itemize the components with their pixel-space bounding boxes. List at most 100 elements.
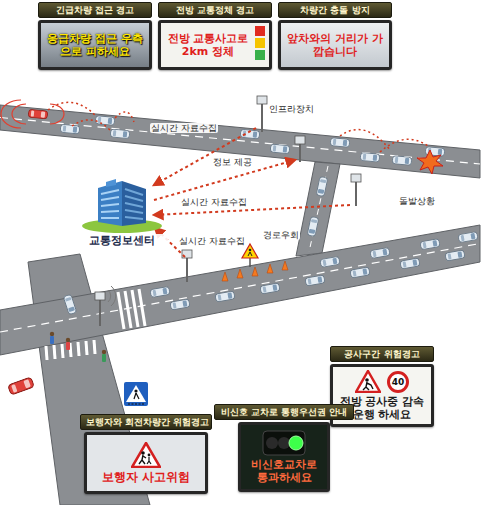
emergency-waves xyxy=(1,100,21,128)
callout-heading: 차량간 충돌 방지 xyxy=(278,2,392,18)
emergency-warning-callout: 긴급차량 접근 경고응급차량 접근 우측으로 피하세요 xyxy=(38,2,152,70)
crosswalk-sign xyxy=(134,393,139,399)
pedestrian-warning-sign xyxy=(131,442,161,468)
construction-sign xyxy=(356,371,380,392)
cars xyxy=(392,156,412,166)
traffic-info-center: 교통정보센터 xyxy=(76,176,168,247)
roads xyxy=(0,105,480,178)
pedestrians xyxy=(102,354,106,362)
flow-label: 실시간 자료수집 xyxy=(178,236,246,246)
cars xyxy=(316,176,328,196)
cones xyxy=(282,261,288,270)
data-arrows xyxy=(154,128,350,257)
flow-label: 정보 제공 xyxy=(212,157,253,167)
cars xyxy=(445,250,465,261)
crosswalk-sign xyxy=(124,382,148,406)
cars xyxy=(60,124,80,134)
callout-heading: 전방 교통정체 경고 xyxy=(158,2,272,18)
traffic-light xyxy=(289,436,303,450)
crosswalk xyxy=(132,290,138,327)
cars xyxy=(305,275,325,286)
traffic-light xyxy=(278,437,290,449)
cars xyxy=(400,258,420,269)
roadside-units xyxy=(257,96,267,104)
pedestrians xyxy=(50,332,54,336)
construction-sign xyxy=(365,378,369,382)
cones xyxy=(267,264,273,273)
collision-warning-callout: 차량간 충돌 방지앞차와의 거리가 가깝습니다 xyxy=(278,2,392,70)
roadside-units xyxy=(299,144,301,162)
emergency-waves xyxy=(12,104,26,124)
cars xyxy=(260,283,280,294)
cones xyxy=(222,261,288,281)
cars xyxy=(320,256,340,267)
incident-label: 돌발상황 xyxy=(398,196,436,206)
crosswalk-sign xyxy=(126,385,146,402)
screen-text: 보행자 사고위험 xyxy=(102,470,190,484)
crosswalk xyxy=(139,289,145,326)
crosswalk xyxy=(70,343,71,357)
emergency-waves xyxy=(1,100,64,128)
screen-message: 응급차량 접근 우측으로 피하세요 xyxy=(45,32,145,58)
screen-text: 전방 교통사고로 2km 정체 xyxy=(165,32,251,58)
v2v-links xyxy=(48,102,96,116)
screen-icon xyxy=(251,26,265,64)
detour-sign xyxy=(242,244,258,258)
route-label: 경로우회 xyxy=(262,230,300,240)
roadside-units xyxy=(261,104,263,132)
display-screen: 전방 교통사고로 2km 정체 xyxy=(158,20,272,70)
screen-text: 응급차량 접근 우측으로 피하세요 xyxy=(45,32,145,58)
screen-message: 보행자 사고위험 xyxy=(102,470,190,484)
roads xyxy=(296,162,340,256)
pedestrian-warning-sign xyxy=(147,457,151,464)
v2v-links xyxy=(72,120,110,130)
v2v-links xyxy=(380,139,428,152)
cars xyxy=(28,109,48,119)
cars xyxy=(420,239,440,250)
crosswalk xyxy=(94,340,95,354)
crosswalk-sign xyxy=(124,382,148,406)
screen-text: 비신호교차로 통과하세요 xyxy=(245,458,323,484)
congestion-bar xyxy=(255,26,265,60)
crash xyxy=(417,150,443,174)
traffic-light xyxy=(266,437,278,449)
display-screen: 비신호교차로 통과하세요 xyxy=(238,422,330,492)
display-screen: 응급차량 접근 우측으로 피하세요 xyxy=(38,20,152,70)
crosswalk-sign xyxy=(128,404,144,405)
intersection-priority-callout: 비신호 교차로 통행우선권 안내비신호교차로 통과하세요 xyxy=(214,404,354,492)
display-screen: 보행자 사고위험 xyxy=(84,432,208,494)
building-wrap xyxy=(76,176,168,234)
cars xyxy=(95,116,115,126)
v2v-links xyxy=(48,102,428,152)
crosswalk xyxy=(54,345,55,359)
cones xyxy=(222,272,228,281)
cars xyxy=(8,377,35,395)
flow-label: 실시간 자료수집 xyxy=(180,197,248,207)
congestion-bar xyxy=(255,26,265,36)
screen-message: 앞차와의 거리가 가깝습니다 xyxy=(285,32,385,58)
callout-heading: 공사구간 위험경고 xyxy=(330,346,434,362)
traffic-center-building xyxy=(125,189,143,219)
pedestrian-warning-callout: 보행자와 회전차량간 위험경고보행자 사고위험 xyxy=(80,414,212,494)
pedestrian-warning-sign xyxy=(141,451,145,455)
icon-row xyxy=(131,442,161,468)
crosswalk xyxy=(62,344,63,358)
crosswalk xyxy=(125,291,131,328)
cars xyxy=(370,247,390,258)
pedestrians xyxy=(50,332,106,362)
detour-sign xyxy=(249,249,252,252)
roads xyxy=(0,244,480,333)
crosswalk xyxy=(46,289,145,360)
roadside-units xyxy=(351,174,361,182)
pedestrian-warning-sign xyxy=(132,443,160,467)
crash xyxy=(417,150,443,174)
callout-heading: 긴급차량 접근 경고 xyxy=(38,2,152,18)
crosswalk xyxy=(78,342,79,356)
device-label: 인프라장치 xyxy=(268,104,315,114)
flow-label: 실시간 자료수집 xyxy=(150,123,218,133)
pedestrian-warning-sign xyxy=(139,455,146,464)
traffic-light xyxy=(262,430,306,456)
center-name: 교통정보센터 xyxy=(76,234,168,247)
cars xyxy=(330,138,350,148)
icon-row: 40 xyxy=(355,370,409,393)
